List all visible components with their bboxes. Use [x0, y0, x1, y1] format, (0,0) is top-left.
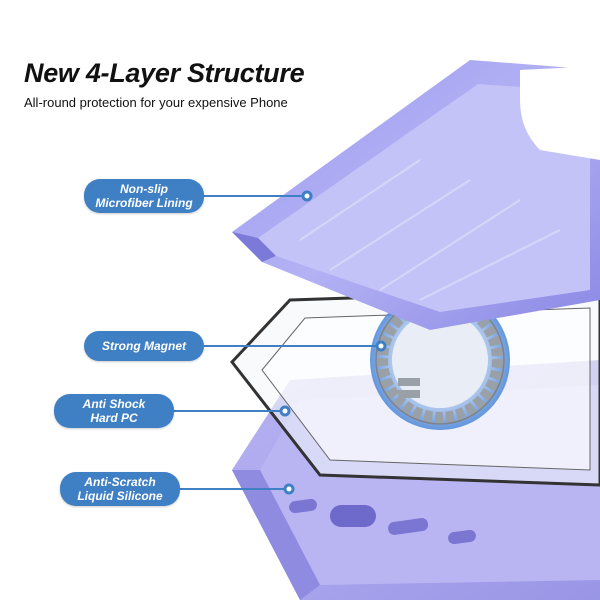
label-line: Anti Shock	[82, 397, 146, 411]
callout-dots	[279, 190, 387, 495]
page-title: New 4-Layer Structure	[24, 58, 305, 88]
label-strong-magnet: Strong Magnet	[84, 331, 204, 361]
label-anti-shock: Anti Shock Hard PC	[54, 394, 174, 428]
label-anti-scratch: Anti-Scratch Liquid Silicone	[60, 472, 180, 506]
page-subtitle: All-round protection for your expensive …	[24, 95, 288, 110]
label-line: Strong Magnet	[102, 339, 186, 353]
label-line: Liquid Silicone	[77, 489, 163, 503]
label-line: Hard PC	[90, 411, 138, 425]
microfiber-lining-layer	[232, 60, 600, 330]
hard-pc-layer	[230, 288, 600, 487]
label-line: Non-slip	[120, 182, 168, 196]
label-line: Anti-Scratch	[84, 475, 156, 489]
callout-lines	[174, 195, 378, 490]
label-line: Microfiber Lining	[95, 196, 193, 210]
label-non-slip-lining: Non-slip Microfiber Lining	[84, 179, 204, 213]
